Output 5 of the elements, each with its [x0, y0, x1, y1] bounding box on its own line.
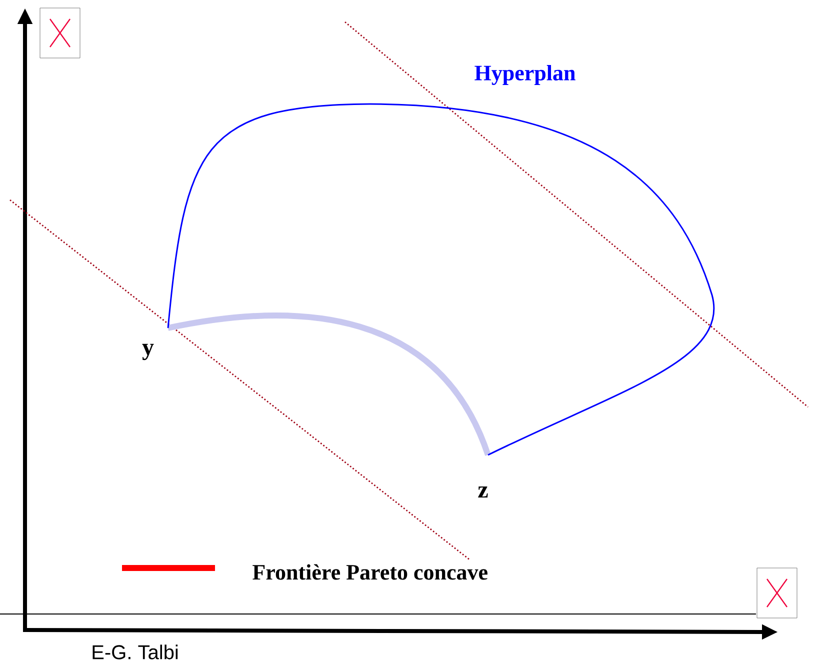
author-credit: E-G. Talbi	[92, 644, 178, 660]
legend-text: Frontière Pareto concave	[252, 564, 488, 580]
point-label: z	[478, 486, 488, 498]
curve-label: Hyperplan	[474, 65, 576, 85]
point-label: y	[142, 344, 154, 360]
